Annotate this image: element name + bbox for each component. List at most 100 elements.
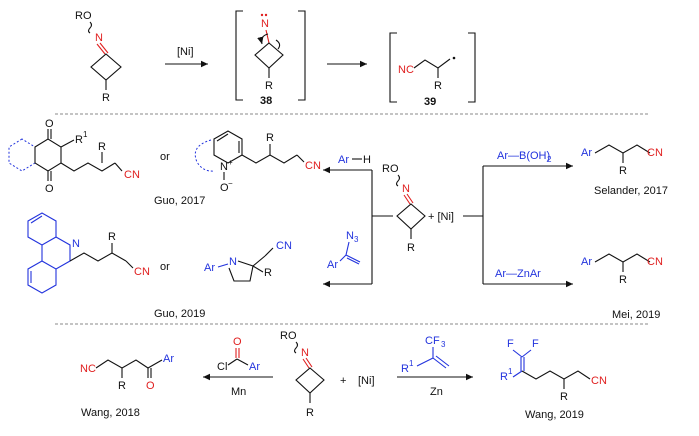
alkene-cf3: CF: [425, 335, 440, 347]
bottom-r: R: [306, 407, 314, 419]
alkene-r1: R: [401, 363, 409, 375]
pyrroline-r: R: [264, 267, 272, 279]
azide-n: N: [346, 230, 354, 242]
reagent-arene: Ar H: [338, 154, 371, 166]
substrate-r: R: [102, 92, 110, 104]
pyridine-plus: +: [228, 158, 233, 167]
product-pyridine-n-oxide: N + O − R CN: [194, 130, 321, 194]
citation-guo-2017: Guo, 2017: [154, 195, 205, 207]
bottom-n: N: [301, 347, 309, 359]
pyridine-n: N: [220, 161, 228, 173]
or-label-1: or: [160, 151, 170, 163]
intermediate-38: N R 38: [235, 10, 306, 107]
quinone-r1: R: [75, 134, 83, 146]
bottom-ro: RO: [280, 330, 297, 342]
difluoro-r1-sup: 1: [508, 367, 513, 376]
int38-label: 38: [260, 95, 272, 107]
reagent-diarylzinc: Ar—ZnAr: [495, 268, 541, 280]
pyridine-minus: −: [228, 179, 233, 188]
phenanthridine-cn: CN: [134, 266, 150, 278]
phenanthridine-r: R: [108, 231, 116, 243]
mei-ar: Ar: [581, 256, 592, 268]
pyrroline-cn: CN: [276, 240, 292, 252]
quinone-cn: CN: [124, 169, 140, 181]
top-substrate: RO N R: [75, 10, 122, 104]
ketone-ar: Ar: [163, 353, 174, 365]
difluoro-r1: R: [500, 371, 508, 383]
product-aryl-nitrile-2: Ar R CN: [581, 253, 663, 286]
or-label-2: or: [160, 261, 170, 273]
intermediate-39: NC R 39: [389, 32, 476, 108]
quinone-o-bottom: O: [45, 183, 54, 195]
center-n: N: [402, 183, 410, 195]
center-ro: RO: [382, 163, 399, 175]
product-pyrroline: Ar N CN R: [204, 240, 292, 282]
quinone-r: R: [98, 141, 106, 153]
product-naphthoquinone: O O R 1 R CN: [8, 118, 140, 195]
pyrroline-ar: Ar: [204, 262, 215, 274]
pyrroline-n: N: [229, 256, 237, 268]
mei-r: R: [619, 274, 627, 286]
pyridine-cn: CN: [305, 160, 321, 172]
ni-catalyst-label: [Ni]: [177, 46, 194, 58]
citation-wang-2018: Wang, 2018: [81, 407, 140, 419]
int38-r: R: [265, 80, 273, 92]
center-r: R: [407, 242, 415, 254]
int38-n: N: [261, 18, 269, 30]
difluoro-f2: F: [532, 338, 539, 350]
citation-selander-2017: Selander, 2017: [594, 185, 668, 197]
azide-ar: Ar: [327, 259, 338, 271]
selander-cn: CN: [647, 147, 663, 159]
bottom-ni: [Ni]: [358, 375, 375, 387]
pyridine-r: R: [266, 132, 274, 144]
citation-mei-2019: Mei, 2019: [612, 309, 660, 321]
mei-cn: CN: [647, 256, 663, 268]
top-arrow-ni: [Ni]: [165, 46, 208, 68]
bottom-center-substrate: RO N R + [Ni]: [280, 330, 375, 419]
product-difluoroalkene-nitrile: F F R 1 R CN: [500, 338, 607, 403]
boronic-label: Ar—B(OH): [497, 150, 550, 162]
selander-r: R: [619, 165, 627, 177]
citation-wang-2019: Wang, 2019: [525, 409, 584, 421]
difluoro-cn: CN: [591, 375, 607, 387]
product-ketone-nitrile: NC R O Ar: [80, 353, 174, 392]
ketone-o: O: [146, 380, 155, 392]
reagent-acyl-chloride: O Cl Ar: [217, 336, 260, 373]
arrow-zn: Zn: [397, 373, 473, 398]
acyl-ar: Ar: [249, 361, 260, 373]
reagent-vinyl-azide: N 3 Ar: [327, 230, 361, 271]
center-substrate: RO N R + [Ni]: [382, 163, 454, 254]
selander-ar: Ar: [581, 147, 592, 159]
branch-arrows: [323, 162, 573, 288]
alkene-r1-sup: 1: [409, 359, 414, 368]
cyclobutane-ring: [90, 53, 122, 81]
int39-r: R: [434, 80, 442, 92]
mn-label: Mn: [231, 386, 246, 398]
product-phenanthridine: N R CN: [27, 212, 150, 294]
bottom-plus: +: [340, 375, 346, 387]
boronic-sub: 2: [547, 155, 552, 164]
ketone-nc: NC: [80, 363, 96, 375]
quinone-r1-sup: 1: [83, 130, 88, 139]
acyl-cl: Cl: [217, 361, 227, 373]
arrow-mn: Mn: [203, 373, 273, 398]
difluoro-r: R: [560, 391, 568, 403]
difluoro-f1: F: [507, 338, 514, 350]
zn-label: Zn: [430, 386, 443, 398]
ketone-r: R: [118, 380, 126, 392]
substrate-ro: RO: [75, 10, 92, 22]
int39-nc: NC: [398, 64, 414, 76]
zinc-label: Ar—ZnAr: [495, 268, 541, 280]
alkene-cf3-sub: 3: [441, 340, 446, 349]
reagent-trifluoromethyl-alkene: CF 3 R 1: [401, 335, 450, 375]
reagent-ar: Ar: [338, 154, 349, 166]
reagent-h: H: [363, 154, 371, 166]
center-plus-ni: + [Ni]: [428, 211, 454, 223]
product-aryl-nitrile-1: Ar R CN: [581, 144, 663, 177]
acyl-o: O: [233, 336, 242, 348]
reagent-boronic-acid: Ar—B(OH) 2: [497, 150, 552, 164]
citation-guo-2019: Guo, 2019: [154, 308, 205, 320]
wavy-bond: [87, 21, 93, 34]
azide-n-sub: 3: [354, 235, 359, 244]
